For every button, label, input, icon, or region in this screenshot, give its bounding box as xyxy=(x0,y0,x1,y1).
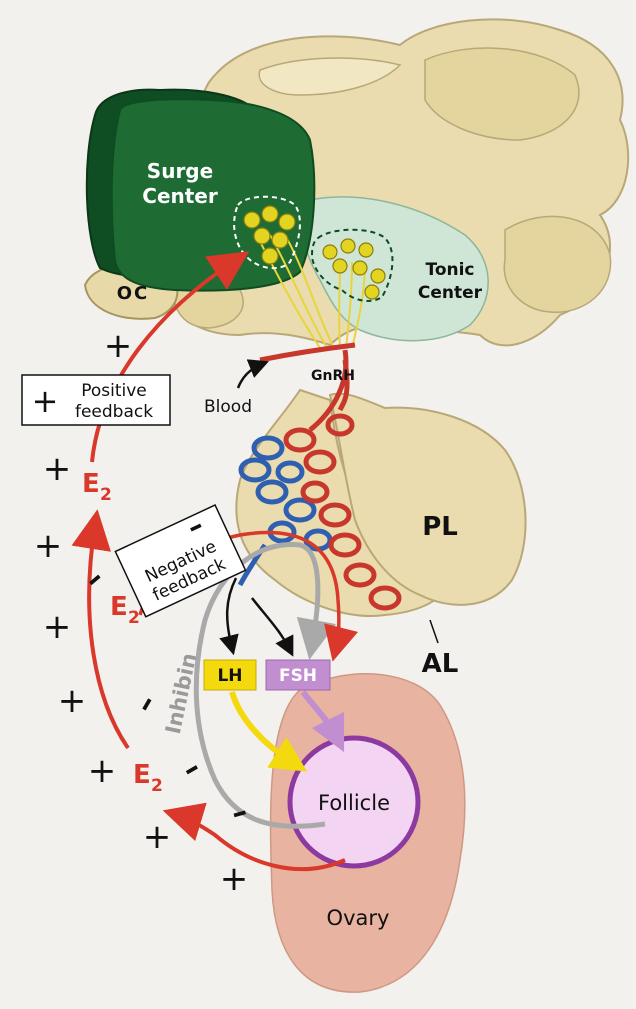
tonic-center-label-line2: Center xyxy=(418,283,483,303)
tonic-center-label-line1: Tonic xyxy=(425,260,474,280)
release-arrows xyxy=(219,577,294,657)
plus-sign: + xyxy=(143,817,172,857)
e2-upward-arrow-1 xyxy=(71,509,130,750)
al-label: AL xyxy=(422,649,459,679)
negative-feedback-box: – Negative feedback xyxy=(114,504,247,618)
inhibin-arrow xyxy=(193,541,337,829)
follicle-label: Follicle xyxy=(318,791,390,815)
surge-center-label-line2: Center xyxy=(142,184,218,208)
plus-sign: + xyxy=(58,681,87,721)
e2-lower-base: E xyxy=(133,760,151,790)
plus-sign: + xyxy=(220,859,249,899)
plus-sign: + xyxy=(88,751,117,791)
e2-lower-sub: 2 xyxy=(151,776,163,796)
plus-sign: + xyxy=(43,449,72,489)
surge-center-neurons xyxy=(233,195,301,270)
minus-sign: – xyxy=(77,561,111,597)
positive-feedback-box: + Positive feedback xyxy=(21,374,171,426)
surge-center-label-line1: Surge xyxy=(147,159,213,183)
al-pointer-line xyxy=(429,619,439,644)
gnrh-label: GnRH xyxy=(311,368,355,384)
oc-label: OC xyxy=(117,283,150,304)
e2-upper-sub: 2 xyxy=(100,485,112,505)
minus-sign: – xyxy=(228,794,252,832)
follicle xyxy=(287,735,421,869)
tonic-center-neurons xyxy=(310,228,394,302)
blood-label: Blood xyxy=(204,397,252,417)
lh-label: LH xyxy=(217,666,242,686)
lh-arrow xyxy=(229,691,308,772)
minus-sign: – xyxy=(127,689,165,719)
e2-positive-arrow xyxy=(90,251,250,463)
fsh-box: FSH xyxy=(265,659,331,691)
pl-label: PL xyxy=(422,512,458,542)
ovary-label: Ovary xyxy=(327,906,390,930)
portal-vessels xyxy=(237,342,402,611)
e2-upper-base: E xyxy=(82,469,100,499)
positive-feedback-line2: feedback xyxy=(75,402,153,422)
e2-label-middle: E 2 xyxy=(110,592,140,628)
tonic-center-region xyxy=(301,196,489,342)
positive-sign: + xyxy=(32,382,59,420)
e2-middle-sub: 2 xyxy=(128,608,140,628)
fsh-arrow xyxy=(300,690,345,753)
e2-label-lower: E 2 xyxy=(133,760,163,796)
posterior-lobe xyxy=(328,392,527,606)
lh-box: LH xyxy=(203,659,257,691)
blood-arrow xyxy=(236,359,269,389)
fsh-label: FSH xyxy=(279,666,317,686)
positive-feedback-line1: Positive xyxy=(81,381,147,401)
e2-label-upper: E 2 xyxy=(82,469,112,505)
plus-sign: + xyxy=(43,607,72,647)
e2-middle-base: E xyxy=(110,592,128,622)
plus-sign: + xyxy=(34,526,63,566)
minus-sign: – xyxy=(176,750,206,788)
ovary-e2-arrow xyxy=(162,802,346,872)
plus-sign: + xyxy=(104,326,133,366)
